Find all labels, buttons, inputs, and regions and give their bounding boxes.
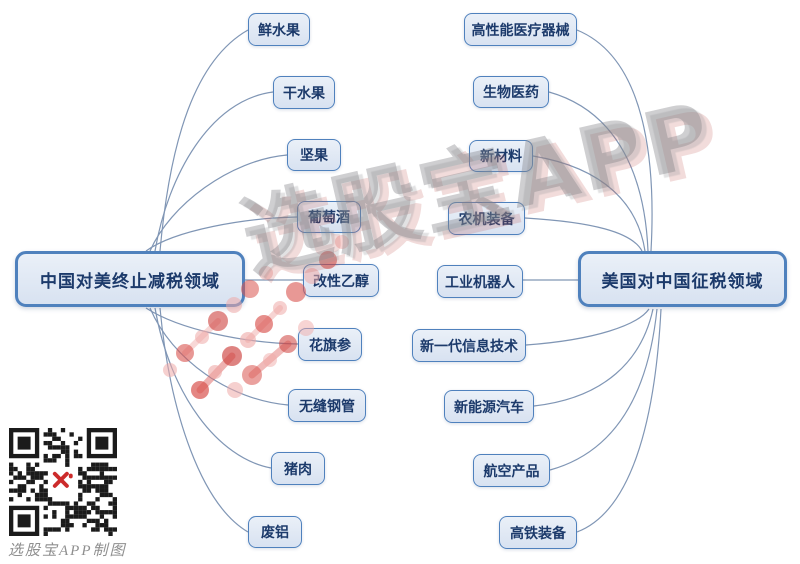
node-china-terminated-tax-reduction: 中国对美终止减税领域 [15,251,245,307]
node-new-energy-vehicles: 新能源汽车 [444,390,534,423]
node-industrial-robots: 工业机器人 [437,265,523,298]
node-nuts: 坚果 [287,139,341,171]
node-pork: 猪肉 [271,452,325,485]
node-modified-ethanol: 改性乙醇 [303,264,379,297]
qr-caption: 选股宝APP制图 [8,543,127,559]
node-scrap-aluminum: 废铝 [248,516,302,548]
node-aviation-products: 航空产品 [473,454,550,487]
node-seamless-steel-pipe: 无缝钢管 [288,389,366,422]
qr-code [8,428,118,536]
node-american-ginseng: 花旗参 [298,328,362,361]
node-biopharma: 生物医药 [473,76,549,108]
node-high-speed-rail: 高铁装备 [499,516,577,549]
node-fresh-fruit: 鲜水果 [248,13,310,46]
node-dried-fruit: 干水果 [273,76,335,109]
node-agri-machinery: 农机装备 [448,202,525,235]
node-wine: 葡萄酒 [297,201,361,233]
qr-block: 选股宝APP制图 [8,428,127,560]
node-new-materials: 新材料 [469,140,533,172]
node-next-gen-it: 新一代信息技术 [412,329,526,362]
node-medical-devices: 高性能医疗器械 [464,13,577,46]
node-us-tariff-areas: 美国对中国征税领域 [578,251,787,307]
